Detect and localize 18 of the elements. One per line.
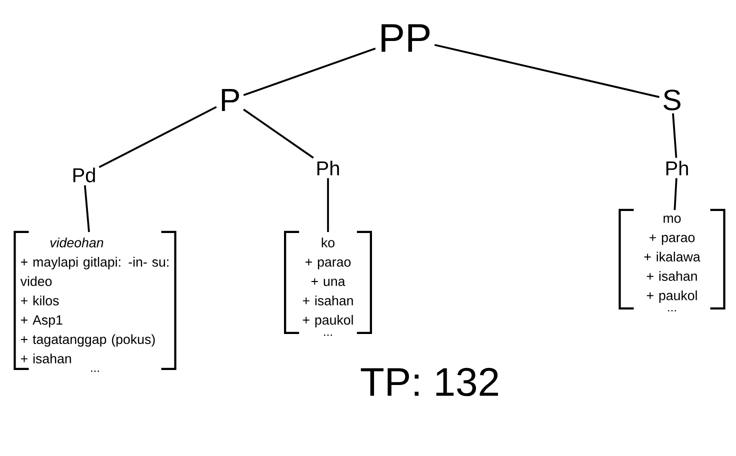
tree-line: [672, 113, 678, 158]
tree-label: PP: [382, 24, 430, 52]
tree-label: P: [222, 88, 239, 111]
tree-line: [98, 106, 217, 168]
tree-line: [327, 178, 329, 232]
bracket-box: videohan + maylapi gitlapi: -in- su: video + kilos + Asp1 + tagatanggap (pokus) + isahan ...: [14, 230, 176, 372]
tree-label: Pd: [73, 168, 95, 182]
tree-label: Ph: [666, 160, 688, 176]
total-label: TP: 132: [360, 368, 498, 396]
tree-label: Ph: [317, 160, 339, 176]
tree-line: [243, 48, 376, 96]
bracket-box: mo + parao + ikalawa + isahan + paukol ...: [618, 208, 726, 312]
tree-line: [84, 185, 90, 232]
tree-line: [674, 178, 678, 210]
tree-label: S: [664, 90, 680, 110]
bracket-box: ko + parao + una + isahan + paukol ...: [284, 230, 372, 336]
tree-line: [243, 108, 314, 159]
tree-line: [434, 44, 660, 98]
